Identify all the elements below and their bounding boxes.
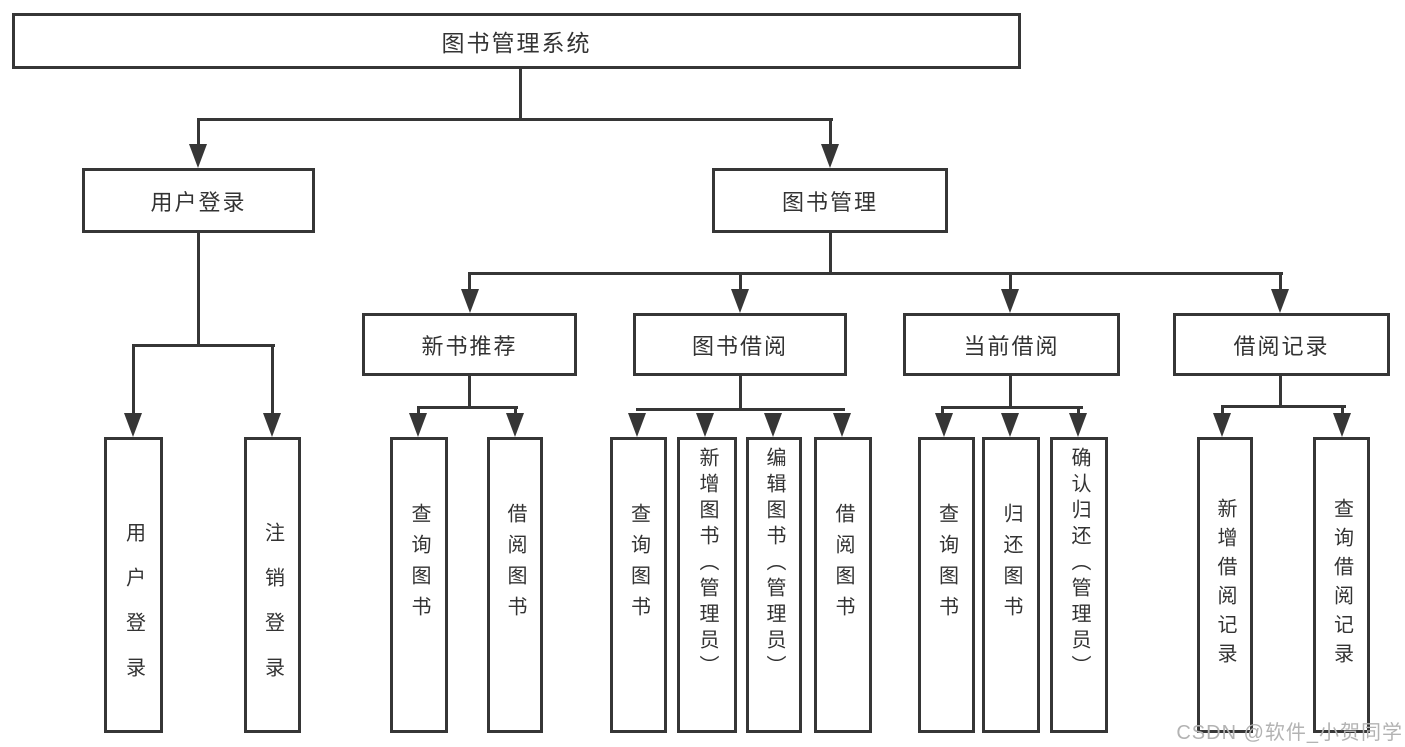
node-label: 图书管理 [781, 189, 878, 215]
leaf-add-borrow-record: 新增借阅记录 [1197, 437, 1253, 733]
node-label: 查询图书 [935, 503, 958, 627]
csdn-watermark: CSDN @软件_小贺同学 [1176, 722, 1403, 744]
connector-line [739, 272, 742, 291]
connector-line [197, 118, 833, 121]
node-label: 图书管理系统 [441, 30, 592, 56]
arrow-down-icon [696, 413, 714, 437]
arrow-down-icon [124, 413, 142, 437]
leaf-newbook-borrow-books: 借阅图书 [487, 437, 543, 733]
connector-line [829, 118, 832, 146]
node-label: 当前借阅 [963, 333, 1060, 359]
leaf-query-borrow-record: 查询借阅记录 [1313, 437, 1370, 733]
connector-line [514, 406, 517, 415]
connector-line [519, 69, 522, 118]
arrow-down-icon [263, 413, 281, 437]
arrow-down-icon [1213, 413, 1231, 437]
connector-line [197, 233, 200, 346]
node-label: 确认归还（管理员） [1068, 447, 1090, 681]
arrow-down-icon [833, 413, 851, 437]
node-user-login: 用户登录 [82, 168, 315, 233]
arrow-down-icon [731, 289, 749, 313]
arrow-down-icon [1333, 413, 1351, 437]
node-label: 借阅图书 [504, 503, 526, 627]
connector-line [417, 406, 518, 409]
leaf-logout: 注销登录 [244, 437, 301, 733]
arrow-down-icon [409, 413, 427, 437]
node-label: 查询图书 [627, 503, 650, 627]
node-label: 借阅记录 [1233, 333, 1330, 359]
leaf-borrow-query-books: 查询图书 [610, 437, 667, 733]
leaf-edit-books-admin: 编辑图书（管理员） [746, 437, 802, 733]
leaf-user-login: 用户登录 [104, 437, 163, 733]
leaf-add-books-admin: 新增图书（管理员） [677, 437, 737, 733]
connector-line [1221, 405, 1346, 408]
leaf-current-query-books: 查询图书 [918, 437, 975, 733]
connector-line [417, 406, 420, 415]
node-label: 查询图书 [408, 503, 430, 627]
arrow-down-icon [1271, 289, 1289, 313]
node-label: 新增借阅记录 [1214, 498, 1236, 672]
connector-line [1009, 376, 1012, 408]
connector-line [829, 233, 832, 274]
connector-line [468, 272, 471, 291]
connector-line [941, 406, 1083, 409]
node-label: 新书推荐 [421, 333, 518, 359]
node-label: 图书借阅 [691, 333, 788, 359]
connector-line [1279, 272, 1282, 291]
arrow-down-icon [628, 413, 646, 437]
connector-line [468, 272, 1283, 275]
arrow-down-icon [461, 289, 479, 313]
node-new-book-recommend: 新书推荐 [362, 313, 577, 376]
connector-line [1221, 405, 1224, 415]
node-root-library-system: 图书管理系统 [12, 13, 1021, 69]
connector-line [197, 118, 200, 146]
node-label: 查询借阅记录 [1330, 498, 1353, 672]
node-label: 新增图书（管理员） [696, 447, 718, 681]
leaf-borrow-borrow-books: 借阅图书 [814, 437, 872, 733]
arrow-down-icon [1001, 289, 1019, 313]
connector-line [468, 376, 471, 408]
leaf-confirm-return-admin: 确认归还（管理员） [1050, 437, 1108, 733]
leaf-return-books: 归还图书 [982, 437, 1040, 733]
connector-line [636, 408, 845, 411]
node-label: 注销登录 [261, 522, 284, 702]
connector-line [271, 344, 274, 415]
node-label: 借阅图书 [832, 503, 854, 627]
arrow-down-icon [1001, 413, 1019, 437]
arrow-down-icon [189, 144, 207, 168]
arrow-down-icon [764, 413, 782, 437]
connector-line [132, 344, 275, 347]
connector-line [739, 376, 742, 410]
connector-line [1077, 406, 1080, 415]
node-borrow-records: 借阅记录 [1173, 313, 1390, 376]
node-book-management: 图书管理 [712, 168, 948, 233]
arrow-down-icon [935, 413, 953, 437]
node-label: 编辑图书（管理员） [763, 447, 785, 681]
connector-line [1009, 272, 1012, 291]
arrow-down-icon [1069, 413, 1087, 437]
connector-line [1341, 405, 1344, 415]
leaf-newbook-query-books: 查询图书 [390, 437, 448, 733]
connector-line [1279, 375, 1282, 407]
connector-line [941, 406, 944, 415]
node-label: 归还图书 [1000, 503, 1022, 627]
node-book-borrow: 图书借阅 [633, 313, 847, 376]
connector-line [132, 344, 135, 415]
arrow-down-icon [506, 413, 524, 437]
node-label: 用户登录 [122, 522, 145, 702]
arrow-down-icon [821, 144, 839, 168]
node-label: 用户登录 [150, 189, 247, 215]
node-current-borrow: 当前借阅 [903, 313, 1120, 376]
